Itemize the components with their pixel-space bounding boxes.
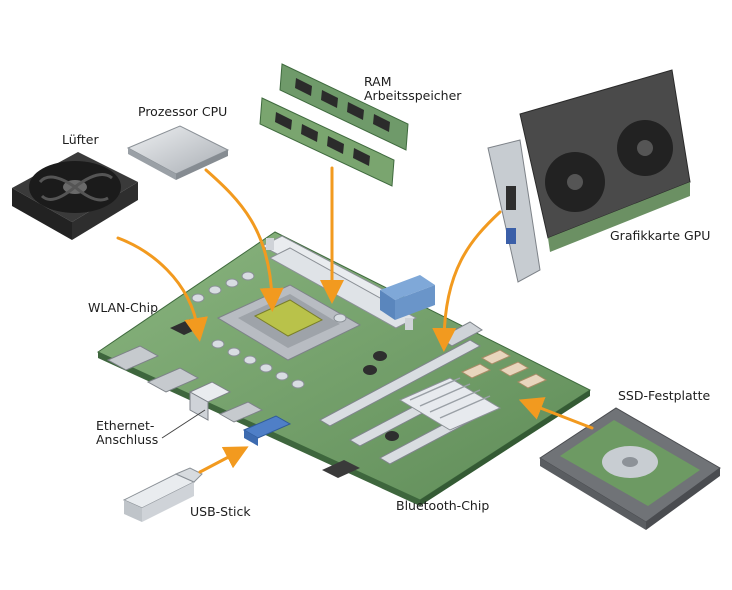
arrow-ssd <box>518 397 594 430</box>
cpu-component <box>126 125 230 180</box>
gpu-component <box>487 69 691 283</box>
ram-modules <box>259 63 409 187</box>
arrow-fan <box>116 236 208 342</box>
usb-stick-component <box>122 467 203 522</box>
label-gpu: Grafikkarte GPU <box>610 228 711 243</box>
bluetooth-chip <box>322 460 360 478</box>
sata-ports <box>460 349 548 389</box>
label-usb: USB-Stick <box>190 504 251 519</box>
pointer-arrows <box>116 166 594 474</box>
io-ports <box>106 345 292 446</box>
label-bluetooth: Bluetooth-Chip <box>396 498 490 513</box>
label-cpu: Prozessor CPU <box>138 104 228 119</box>
capacitors <box>191 271 399 441</box>
label-wlan: WLAN-Chip <box>88 300 159 315</box>
label-ethernet-line2: Anschluss <box>96 432 159 447</box>
label-ssd: SSD-Festplatte <box>618 388 711 403</box>
arrow-usb <box>198 446 249 474</box>
label-ram-line2: Arbeitsspeicher <box>364 88 462 103</box>
label-fan: Lüfter <box>62 132 99 147</box>
ethernet-leader <box>161 409 206 439</box>
chipset-heatsink <box>398 377 502 431</box>
ssd-component <box>539 407 721 530</box>
label-ram-line1: RAM <box>364 74 392 89</box>
fan-component <box>12 152 138 240</box>
arrow-gpu <box>432 210 502 352</box>
arrow-cpu <box>204 168 284 312</box>
label-ethernet-line1: Ethernet- <box>96 418 155 433</box>
power-connector <box>380 275 435 320</box>
